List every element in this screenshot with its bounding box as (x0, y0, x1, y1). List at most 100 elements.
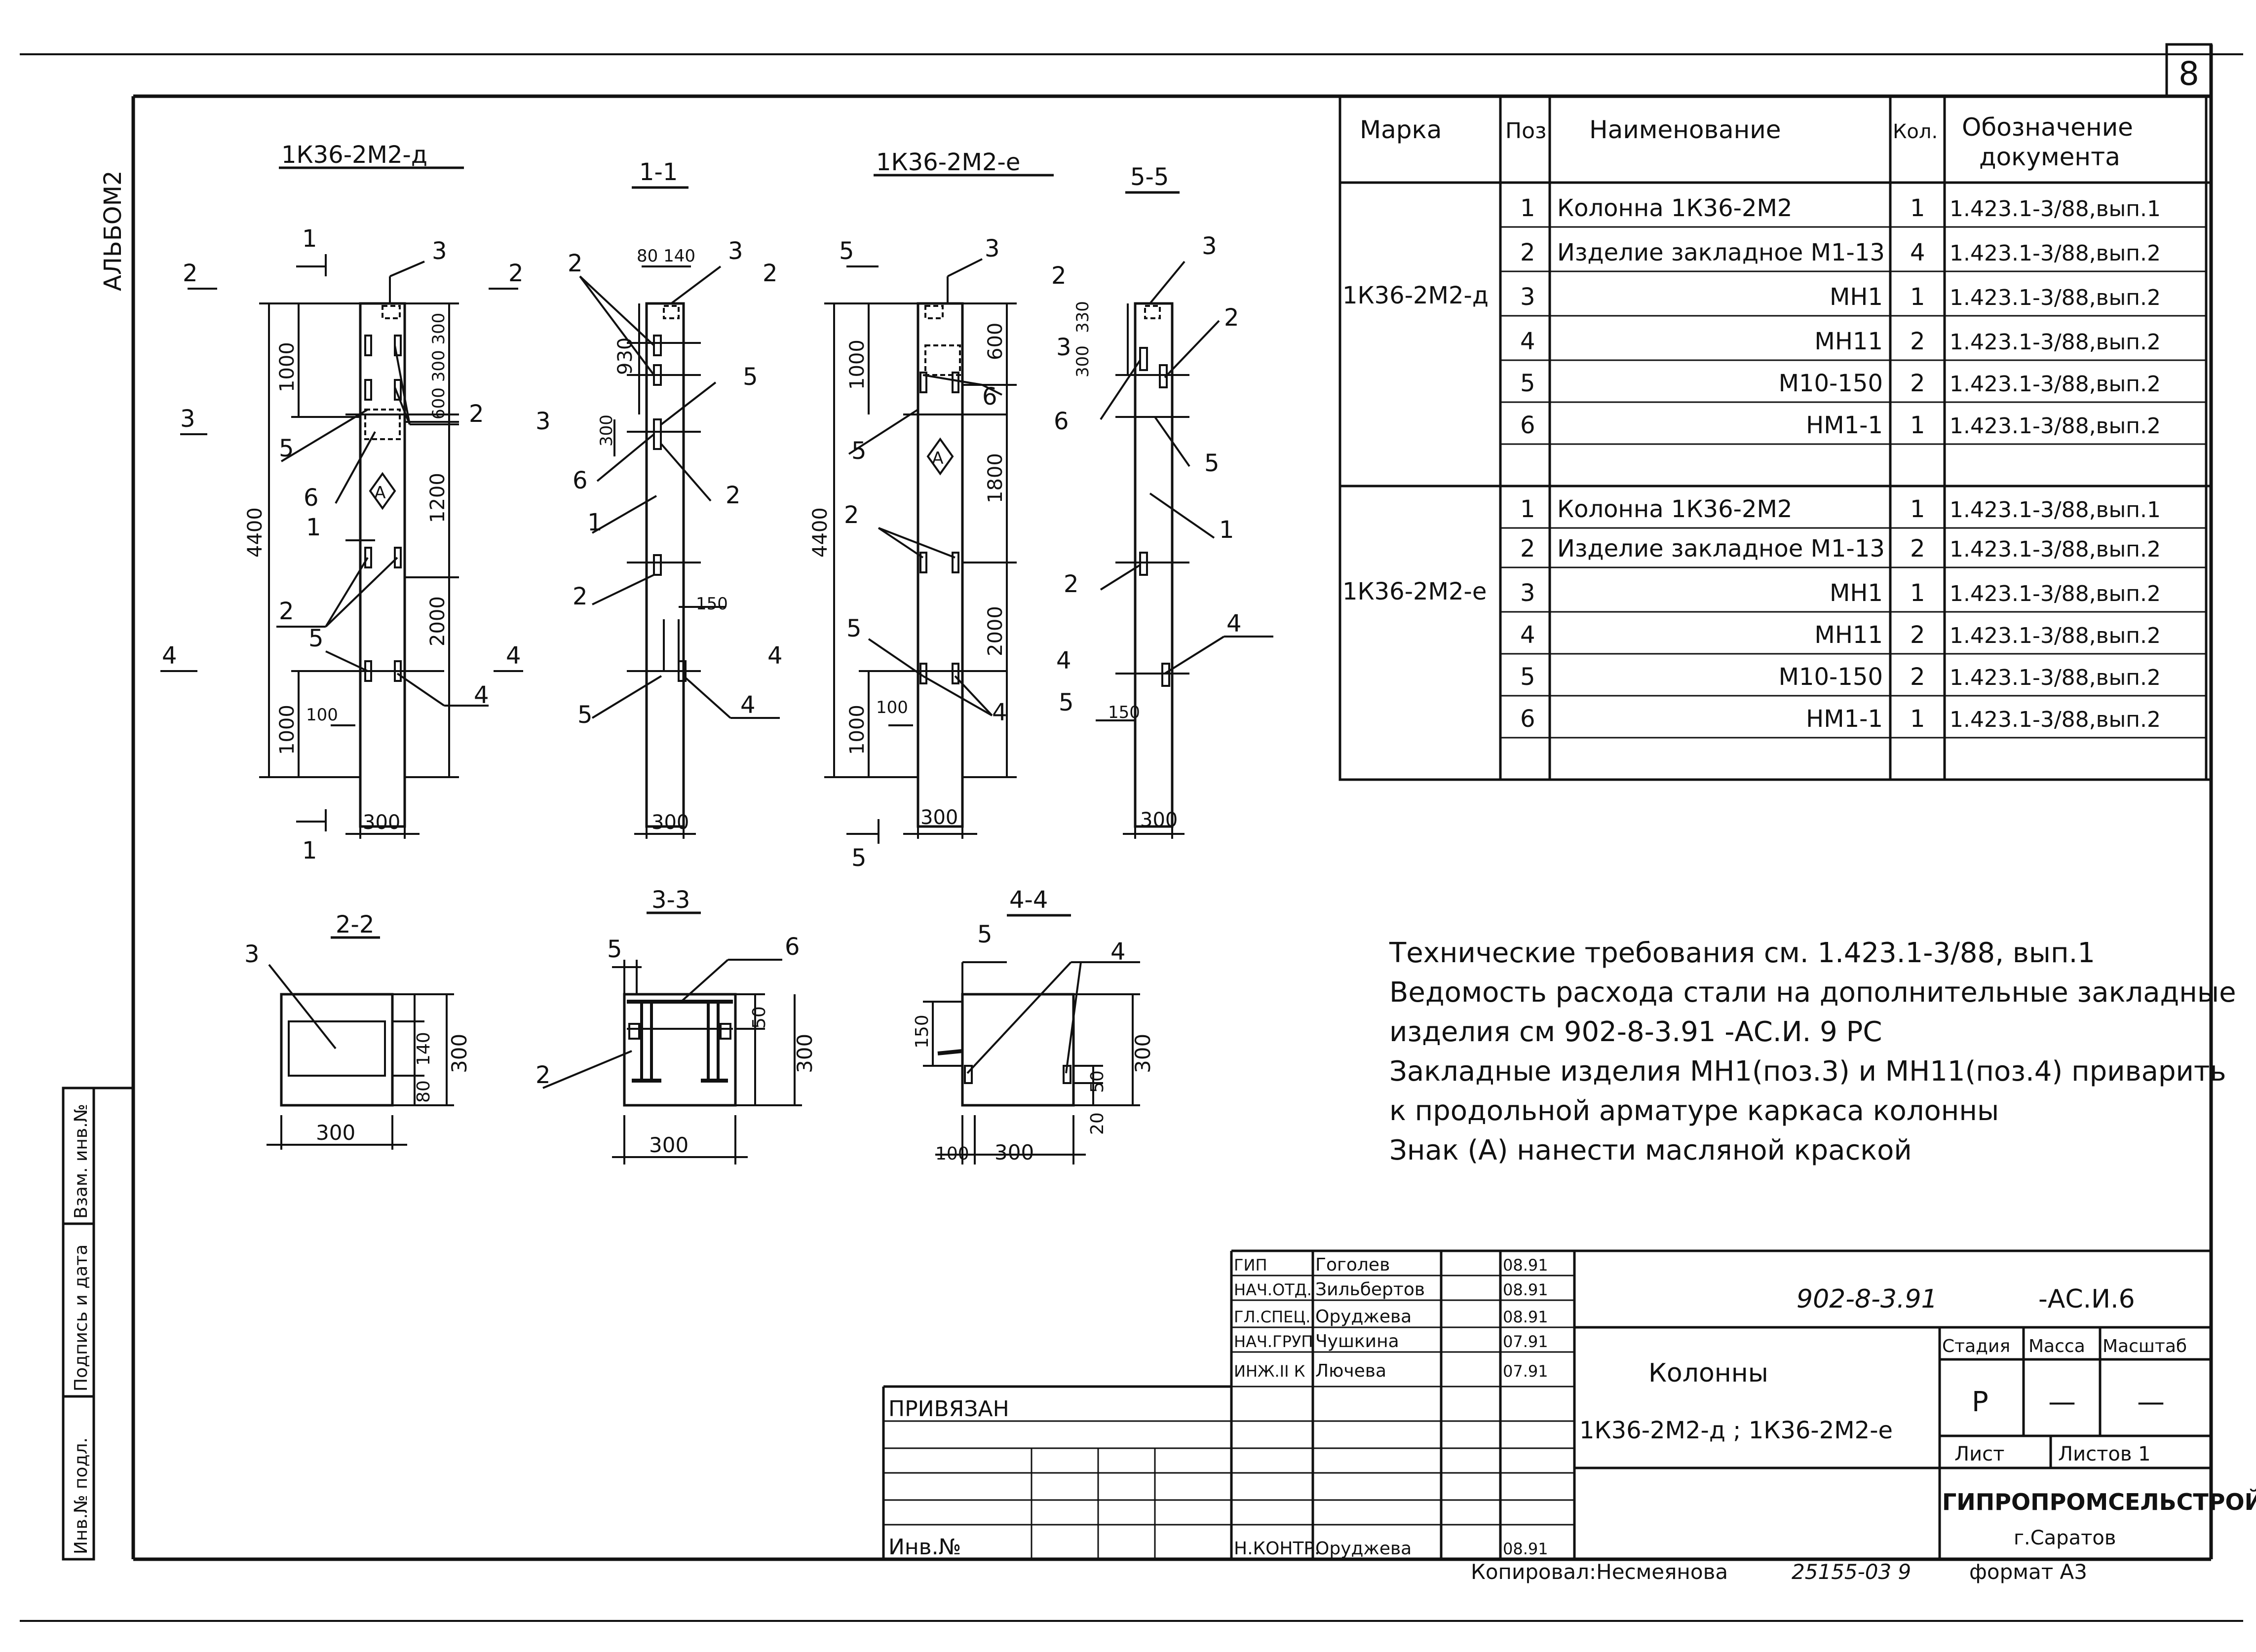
note-line: Ведомость расхода стали на дополнительны… (1389, 976, 2236, 1009)
s33-leader-2: 2 (535, 1061, 551, 1089)
s1-dim-80-140: 80 140 (637, 246, 695, 266)
th-name: Наименование (1589, 115, 1781, 144)
role-name: Лючева (1315, 1361, 1386, 1381)
stamp-vzam-inv: Взам. инв.№ (71, 1104, 91, 1219)
cell-doc: 1.423.1-3/88,вып.2 (1950, 623, 2161, 648)
s5-leader-3: 3 (1202, 232, 1217, 260)
e-dim-1000-bottom: 1000 (846, 705, 869, 755)
s1-leader-1: 1 (587, 509, 603, 536)
inv-label: Инв.№ (888, 1535, 961, 1560)
side-stamp (62, 1087, 133, 1561)
s44-dim-300h: 300 (1131, 1034, 1155, 1073)
cell-pos: 2 (1520, 239, 1535, 266)
cell-qty: 2 (1910, 535, 1925, 563)
s33-leader-6: 6 (785, 933, 800, 961)
s22-leader-3: 3 (244, 940, 260, 968)
e-leader-5b: 5 (846, 615, 862, 642)
role-date: 08.91 (1503, 1308, 1548, 1326)
view-section-5-5 (1096, 191, 1273, 839)
org-city: г.Саратов (2014, 1527, 2116, 1549)
cell-qty: 2 (1910, 370, 1925, 397)
cell-doc: 1.423.1-3/88,вып.2 (1950, 285, 2161, 310)
e-dim-100: 100 (876, 698, 908, 717)
e-dim-1000-top: 1000 (846, 339, 869, 390)
e-dim-300: 300 (920, 806, 958, 829)
dim-2000-d: 2000 (426, 596, 449, 646)
cell-pos: 4 (1520, 328, 1535, 355)
dim-600-300-300-d: 600 300 300 (429, 313, 449, 419)
note-line: к продольной арматуре каркаса колонны (1389, 1095, 1999, 1127)
cell-name: Изделие закладное М1-13 (1557, 535, 1885, 563)
s33-dim-50: 50 (749, 1006, 769, 1029)
cut-label-3-left: 3 (180, 405, 195, 433)
cut-label-4-right: 4 (506, 642, 521, 670)
s1-leader-6: 6 (573, 467, 588, 494)
cell-pos: 5 (1520, 663, 1535, 691)
role-name: Гоголев (1315, 1255, 1390, 1275)
s22-dim-300w: 300 (316, 1121, 355, 1145)
s44-dim-100: 100 (935, 1144, 969, 1164)
e-dim-2000: 2000 (984, 606, 1007, 656)
s1-leader-4: 4 (740, 691, 756, 719)
cell-pos: 1 (1520, 495, 1535, 523)
group-2-mark: 1К36-2М2-е (1342, 578, 1487, 605)
view-section-2-2 (267, 936, 454, 1150)
dim-100-d: 100 (306, 705, 338, 725)
s1-leader-3: 3 (728, 237, 743, 265)
e-dim-4400: 4400 (809, 507, 832, 558)
e-dim-600: 600 (984, 323, 1007, 360)
group-1-mark: 1К36-2М2-д (1342, 282, 1489, 309)
leader-2b: 2 (279, 598, 294, 625)
cell-name: НМ1-1 (1806, 705, 1883, 733)
title-section-2-2: 2-2 (336, 911, 374, 939)
cell-pos: 6 (1520, 705, 1535, 733)
control-name: Оруджева (1315, 1539, 1412, 1559)
s44-dim-300w: 300 (994, 1140, 1034, 1164)
s5-dim-300: 300 (1073, 345, 1093, 377)
s33-dim-300w: 300 (649, 1133, 688, 1157)
mark-a-d: А (374, 483, 385, 503)
role-name: Чушкина (1315, 1331, 1399, 1352)
title-elevation-d: 1К36-2М2-д (281, 141, 427, 169)
cell-doc: 1.423.1-3/88,вып.2 (1950, 413, 2161, 439)
role-date: 08.91 (1503, 1280, 1548, 1299)
th-qty: Кол. (1893, 120, 1938, 143)
s5-cut-3: 3 (1056, 334, 1071, 361)
cell-doc: 1.423.1-3/88,вып.1 (1950, 196, 2161, 222)
dim-1200-d: 1200 (426, 473, 449, 523)
title-block-grid (882, 1249, 2211, 1559)
cell-name: МН1 (1830, 579, 1883, 607)
th-doc2: документа (1979, 143, 2120, 171)
dim-1000-top-d: 1000 (276, 342, 299, 392)
th-mark: Марка (1360, 115, 1442, 144)
doc-code: 902-8-3.91 (1797, 1284, 1938, 1314)
cut-label-2-right: 2 (508, 260, 524, 287)
stage-label: Стадия (1942, 1336, 2010, 1356)
th-doc: Обозначение (1962, 113, 2133, 142)
s5-leader-2: 2 (1224, 304, 1239, 332)
leader-3: 3 (432, 237, 447, 265)
mark-a-e: А (932, 449, 943, 468)
e-cut-5-bottom: 5 (851, 844, 867, 872)
e-leader-3: 3 (985, 235, 1000, 263)
view-section-3-3 (542, 911, 802, 1164)
cell-doc: 1.423.1-3/88,вып.2 (1950, 581, 2161, 606)
s33-dim-300h: 300 (793, 1034, 817, 1073)
org-name: ГИПРОПРОМСЕЛЬСТРОЙ (1942, 1489, 2256, 1515)
e-leader-2: 2 (844, 501, 859, 529)
cell-qty: 4 (1910, 239, 1925, 266)
cell-doc: 1.423.1-3/88,вып.2 (1950, 537, 2161, 562)
title-line-2: 1К36-2М2-д ; 1К36-2М2-е (1579, 1417, 1893, 1444)
spec-table-grid (1338, 95, 2213, 781)
s5-cut-4: 4 (1056, 647, 1071, 675)
s5-leader-5b: 5 (1059, 689, 1074, 716)
cell-qty: 2 (1910, 663, 1925, 691)
doc-suffix: -АС.И.6 (2038, 1284, 2135, 1314)
cell-doc: 1.423.1-3/88,вып.2 (1950, 241, 2161, 266)
view-elevation-d (160, 166, 523, 839)
cell-pos: 2 (1520, 535, 1535, 563)
cell-name: МН11 (1814, 621, 1883, 649)
cell-qty: 2 (1910, 328, 1925, 355)
